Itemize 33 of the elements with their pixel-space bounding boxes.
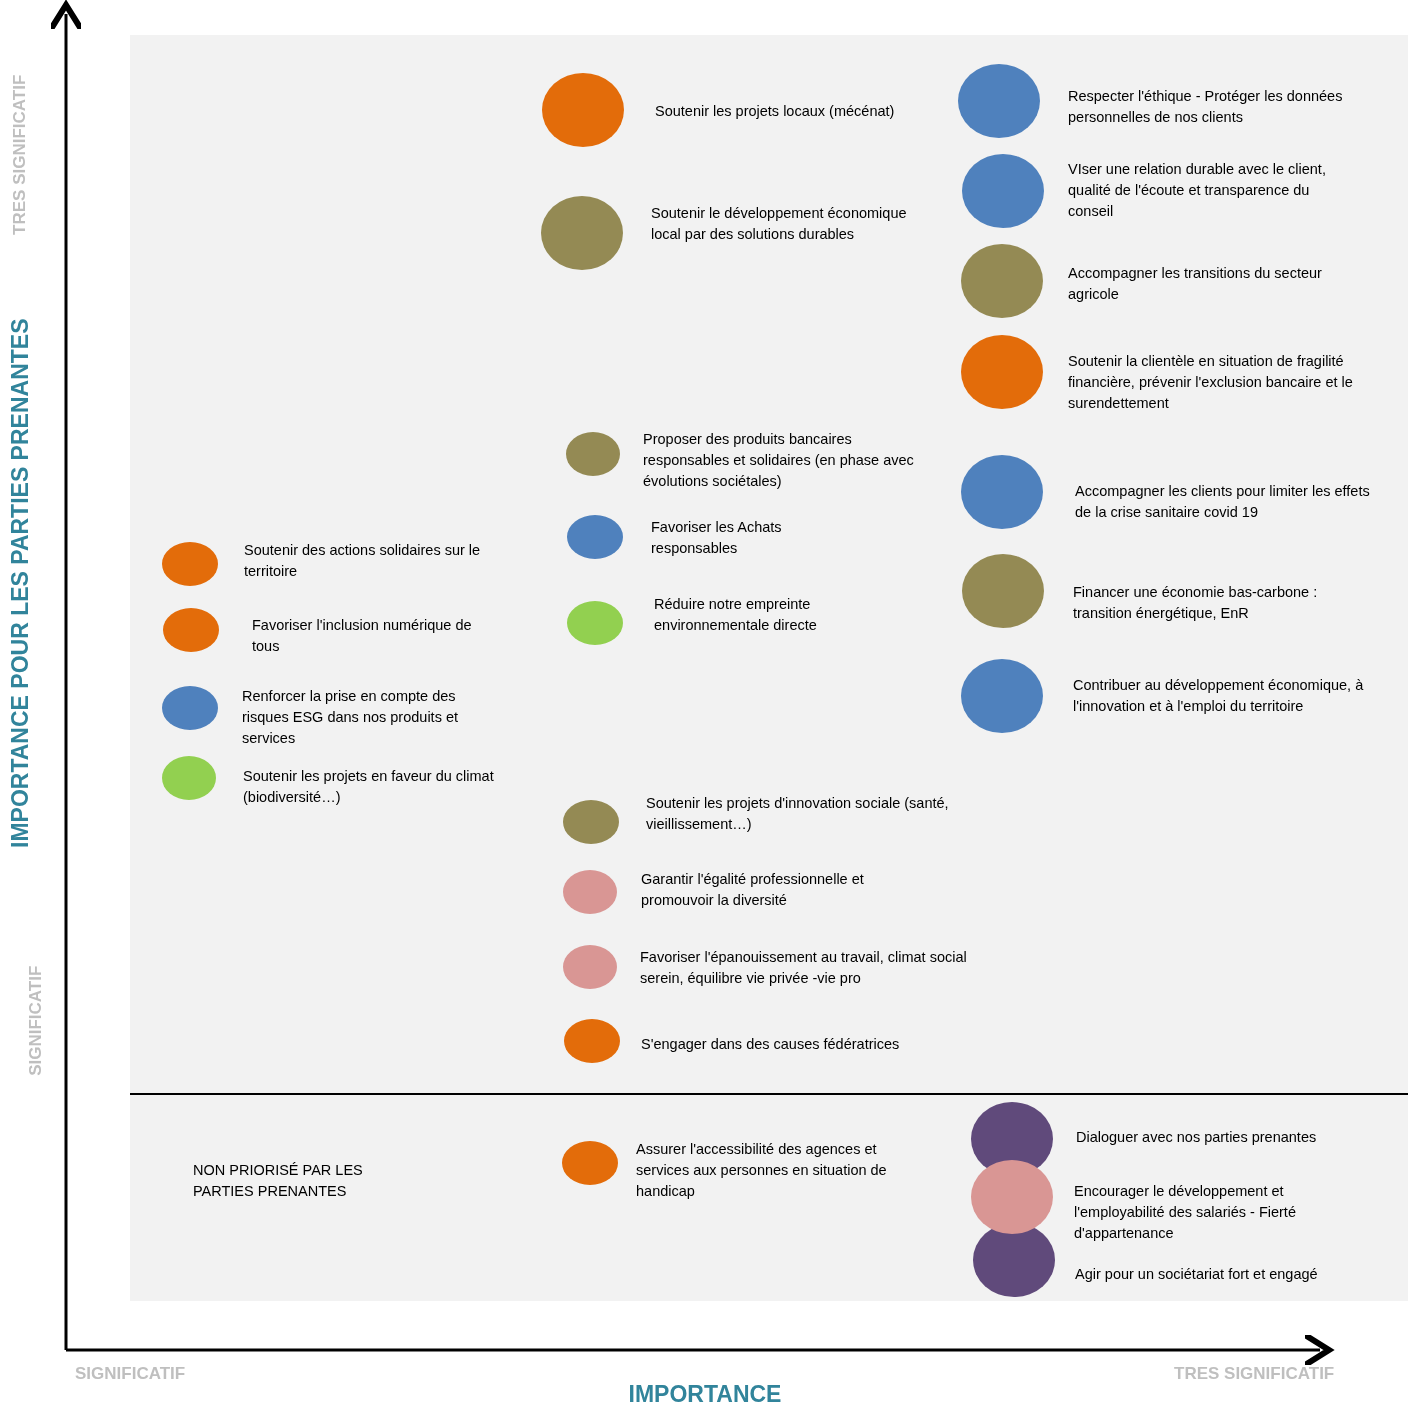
issue-label: Soutenir les projets d'innovation sociale (santé, vieillissement…) [646, 794, 950, 834]
issue-label: Contribuer au développement économique, à l'innovation et à l'emploi du territoire [1073, 676, 1365, 716]
issue-label: Favoriser les Achats responsables [651, 518, 783, 558]
issue-label: S'engager dans des causes fédératrices [641, 1035, 901, 1054]
axis-title: IMPORTANCE [627, 1380, 783, 1405]
axis-title: IMPORTANCE POUR LES PARTIES PRENANTES [5, 317, 34, 850]
issue-label: Proposer des produits bancaires responsables et solidaires (en phase avec évolutions sociétales) [643, 430, 915, 491]
issue-label: VIser une relation durable avec le client, qualité de l'écoute et transparence du conseil [1068, 160, 1327, 221]
issue-label: Soutenir les projets locaux (mécénat) [655, 102, 896, 121]
issue-bubble [562, 1141, 618, 1185]
issue-label: Soutenir le développement économique local par des solutions durables [651, 204, 908, 244]
issue-label: Soutenir les projets en faveur du climat (biodiversité…) [243, 767, 495, 807]
band-panel [130, 1093, 1408, 1301]
issue-label: Assurer l'accessibilité des agences et services aux personnes en situation de handicap [636, 1140, 888, 1201]
issue-label: Financer une économie bas-carbone : transition énergétique, EnR [1073, 583, 1319, 623]
axis-label: TRES SIGNIFICATIF [1174, 1363, 1335, 1385]
axis-label: TRES SIGNIFICATIF [9, 73, 31, 237]
issue-label: Réduire notre empreinte environnementale directe [654, 595, 818, 635]
issue-label: Favoriser l'inclusion numérique de tous [252, 616, 473, 656]
issue-label: Favoriser l'épanouissement au travail, climat social serein, équilibre vie privée -vie pro [640, 948, 968, 988]
issue-label: Soutenir des actions solidaires sur le territoire [244, 541, 482, 581]
issue-label: Soutenir la clientèle en situation de fragilité financière, prévenir l'exclusion bancaire et le surendettement [1068, 352, 1354, 413]
axis-label: SIGNIFICATIF [75, 1363, 186, 1385]
issue-label: Respecter l'éthique - Protéger les données personnelles de nos clients [1068, 87, 1344, 127]
band-label: NON PRIORISÉ PAR LES PARTIES PRENANTES [193, 1161, 364, 1201]
axis-label: SIGNIFICATIF [25, 964, 47, 1078]
issue-label: Accompagner les transitions du secteur agricole [1068, 264, 1323, 304]
issue-label: Dialoguer avec nos parties prenantes [1076, 1128, 1318, 1147]
issue-label: Garantir l'égalité professionnelle et promouvoir la diversité [641, 870, 865, 910]
issue-label: Renforcer la prise en compte des risques ESG dans nos produits et services [242, 687, 459, 748]
issue-label: Agir pour un sociétariat fort et engagé [1075, 1265, 1319, 1284]
issue-label: Accompagner les clients pour limiter les effets de la crise sanitaire covid 19 [1075, 482, 1371, 522]
issue-label: Encourager le développement et l'employabilité des salariés - Fierté d'appartenance [1074, 1182, 1297, 1243]
